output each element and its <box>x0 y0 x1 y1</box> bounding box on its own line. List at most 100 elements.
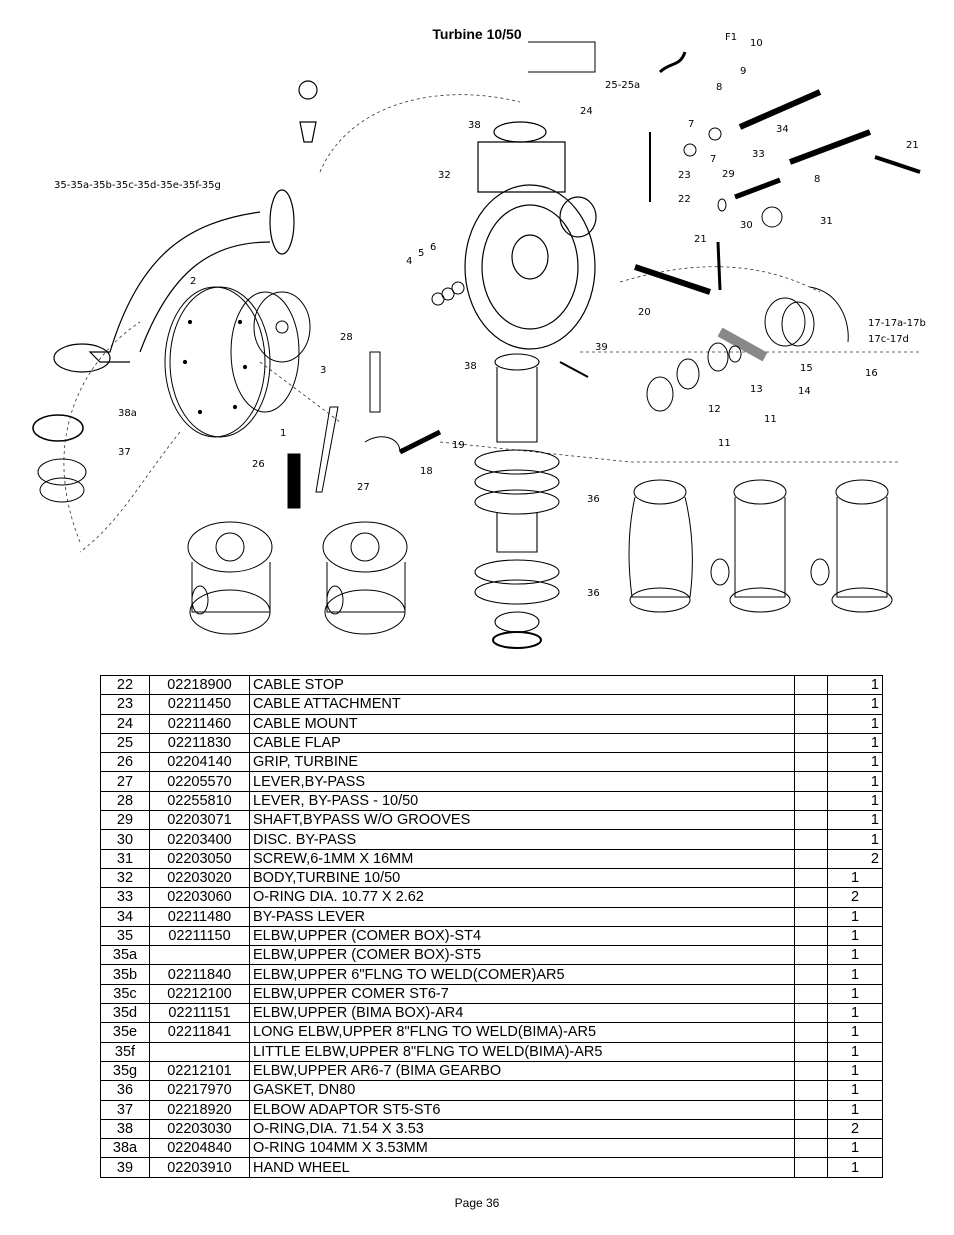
description-cell: LEVER, BY-PASS - 10/50 <box>249 790 795 812</box>
svg-text:18: 18 <box>420 466 433 477</box>
qty-a-cell <box>794 790 828 812</box>
qty-cell: 1 <box>827 1041 883 1062</box>
qty-a-cell <box>794 848 828 869</box>
qty-cell: 1 <box>827 771 883 792</box>
qty-a-cell <box>794 674 828 696</box>
description-cell: CABLE FLAP <box>249 732 795 754</box>
item-cell: 29 <box>100 810 150 831</box>
page-number: Page 36 <box>454 1196 500 1210</box>
svg-text:38: 38 <box>468 120 481 131</box>
part-number-cell <box>149 945 250 966</box>
svg-text:11: 11 <box>764 414 777 425</box>
svg-text:4: 4 <box>406 256 412 267</box>
description-cell: BODY,TURBINE 10/50 <box>249 867 795 889</box>
qty-cell: 1 <box>827 1022 883 1043</box>
item-cell: 31 <box>100 848 150 869</box>
qty-cell: 1 <box>827 867 883 889</box>
svg-text:34: 34 <box>776 124 789 135</box>
svg-text:7: 7 <box>688 119 694 130</box>
description-cell: ELBW,UPPER COMER ST6-7 <box>249 983 795 1005</box>
qty-a-cell <box>794 713 828 734</box>
svg-text:14: 14 <box>798 386 811 397</box>
part-number-cell: 02203910 <box>149 1157 250 1178</box>
part-number-cell: 02205570 <box>149 771 250 792</box>
svg-text:8: 8 <box>716 82 722 93</box>
svg-text:17-17a-17b: 17-17a-17b <box>868 318 926 329</box>
part-number-cell: 02211840 <box>149 964 250 985</box>
svg-text:36: 36 <box>587 494 600 505</box>
svg-text:22: 22 <box>678 194 691 205</box>
qty-a-cell <box>794 964 828 985</box>
qty-a-cell <box>794 1022 828 1043</box>
turbine-grip <box>287 453 301 509</box>
tee-fittings-left <box>187 521 408 635</box>
description-cell: ELBOW ADAPTOR ST5-ST6 <box>249 1099 795 1120</box>
part-number-cell: 02211450 <box>149 694 250 715</box>
description-cell: LONG ELBW,UPPER 8"FLNG TO WELD(BIMA)-AR5 <box>249 1022 795 1043</box>
qty-cell: 2 <box>827 848 883 869</box>
qty-cell: 1 <box>827 829 883 850</box>
svg-text:26: 26 <box>252 459 265 470</box>
description-cell: O-RING 104MM X 3.53MM <box>249 1138 795 1159</box>
svg-text:6: 6 <box>430 242 436 253</box>
description-cell: DISC. BY-PASS <box>249 829 795 850</box>
qty-a-cell <box>794 887 828 908</box>
qty-a-cell <box>794 1118 828 1140</box>
description-cell: LEVER,BY-PASS <box>249 771 795 792</box>
description-cell: ELBW,UPPER AR6-7 (BIMA GEARBO <box>249 1060 795 1082</box>
part-number-cell: 02211150 <box>149 925 250 947</box>
qty-cell: 1 <box>827 1138 883 1159</box>
item-cell: 27 <box>100 771 150 792</box>
description-cell: GRIP, TURBINE <box>249 752 795 773</box>
svg-text:38: 38 <box>464 361 477 372</box>
item-cell: 35c <box>100 983 150 1005</box>
svg-text:2: 2 <box>190 276 196 287</box>
item-cell: 26 <box>100 752 150 773</box>
qty-a-cell <box>794 1138 828 1159</box>
item-cell: 25 <box>100 732 150 754</box>
description-cell: ELBW,UPPER (COMER BOX)-ST5 <box>249 945 795 966</box>
part-number-cell: 02203071 <box>149 810 250 831</box>
spools-right <box>628 479 893 613</box>
exploded-parts-diagram: F1 10 9 8 25-25a 24 7 7 34 33 8 21 38 32… <box>20 22 940 662</box>
part-number-cell: 02217970 <box>149 1080 250 1101</box>
item-cell: 38 <box>100 1118 150 1140</box>
qty-cell: 2 <box>827 1118 883 1140</box>
qty-a-cell <box>794 732 828 754</box>
svg-text:10: 10 <box>750 38 763 49</box>
svg-text:35-35a-35b-35c-35d-35e-35f-35g: 35-35a-35b-35c-35d-35e-35f-35g <box>54 180 221 191</box>
qty-a-cell <box>794 694 828 715</box>
svg-text:15: 15 <box>800 363 813 374</box>
svg-text:16: 16 <box>865 368 878 379</box>
qty-a-cell <box>794 1080 828 1101</box>
part-number-cell: 02203030 <box>149 1118 250 1140</box>
svg-text:5: 5 <box>418 248 424 259</box>
svg-text:F1: F1 <box>725 32 737 43</box>
qty-cell: 1 <box>827 925 883 947</box>
description-cell: BY-PASS LEVER <box>249 906 795 927</box>
description-cell: HAND WHEEL <box>249 1157 795 1178</box>
qty-a-cell <box>794 1099 828 1120</box>
svg-text:38a: 38a <box>118 408 137 419</box>
qty-a-cell <box>794 771 828 792</box>
svg-text:39: 39 <box>595 342 608 353</box>
part-number-cell: 02211460 <box>149 713 250 734</box>
o-rings-left <box>32 414 87 503</box>
qty-cell: 1 <box>827 1060 883 1082</box>
svg-text:7: 7 <box>710 154 716 165</box>
item-cell: 35b <box>100 964 150 985</box>
svg-text:28: 28 <box>340 332 353 343</box>
